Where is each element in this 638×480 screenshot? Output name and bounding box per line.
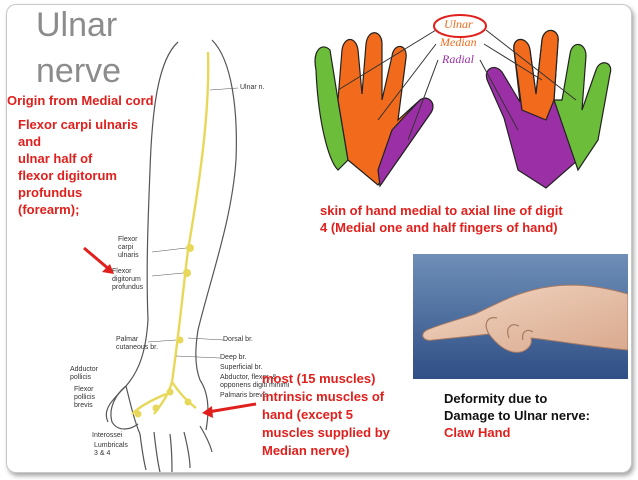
ulnar-nerve-line — [153, 51, 210, 415]
claw-hand-photo — [413, 254, 628, 379]
left-hand-green — [314, 46, 349, 171]
leader-legend-radial-r — [479, 59, 519, 131]
origin-text: Origin from Medial cord — [7, 93, 154, 108]
nerve-node-fdp — [183, 269, 191, 277]
ulnar-nerve-branch — [171, 381, 197, 409]
leader-dorsal — [187, 337, 225, 341]
slide-title: Ulnar nerve — [36, 6, 122, 90]
leader-palmar — [147, 339, 177, 343]
leader-fcu — [151, 247, 187, 253]
label-superficial: Superficial br. — [220, 364, 263, 371]
right-hand-orange — [513, 29, 559, 121]
label-interossei: Interossei — [92, 432, 123, 439]
label-fcu: Flexor carpi ulnaris — [118, 236, 139, 259]
thumb-outline — [110, 385, 139, 430]
legend-median: Median — [440, 35, 477, 49]
leader-ulnar-n — [209, 87, 239, 91]
label-adductor: Adductor pollicis — [70, 366, 99, 381]
legend-ulnar: Ulnar — [444, 17, 473, 31]
hand-outline — [125, 379, 213, 473]
legend-radial: Radial — [442, 52, 474, 66]
right-hand-green — [553, 43, 612, 172]
claw-hand-text: Claw Hand — [444, 425, 511, 440]
label-fdp: Flexor digitorum profundus — [112, 268, 144, 291]
ulnar-highlight-ring — [433, 14, 487, 38]
arrow-muscles — [202, 402, 257, 418]
leader-deep — [175, 355, 221, 359]
arm-outline-right — [195, 39, 237, 381]
label-dorsal: Dorsal br. — [223, 336, 253, 343]
forearm-text: Flexor carpi ulnaris and ulnar half of f… — [18, 117, 138, 217]
label-palmar-cut: Palmar cutaneous br. — [116, 336, 159, 351]
claw-fingers — [485, 317, 534, 341]
muscles-text: most (15 muscles) intrinsic muscles of h… — [262, 371, 390, 458]
label-abductor: Abductor, flexor, & opponens digiti mini… — [220, 374, 290, 389]
leader-legend-median-l — [377, 43, 437, 121]
nerve-node-palmar — [176, 336, 184, 344]
label-fpb: Flexor pollicis brevis — [74, 386, 96, 409]
label-palmaris: Palmaris brevis — [220, 392, 268, 399]
leader-legend-median-r — [483, 43, 543, 81]
nerve-node-4 — [134, 410, 142, 418]
left-hand-purple — [377, 97, 434, 188]
leader-legend-ulnar-r — [485, 29, 577, 101]
arrow-forearm — [83, 246, 114, 274]
arm-diagram — [105, 39, 239, 473]
ulnar-nerve-deep — [131, 392, 167, 415]
leader-legend-ulnar-l — [337, 29, 437, 91]
nerve-node-fcu — [186, 244, 194, 252]
label-deep: Deep br. — [220, 354, 247, 361]
label-lumbricals: Lumbricals 3 & 4 — [94, 442, 128, 457]
deformity-text: Deformity due to Damage to Ulnar nerve: — [444, 391, 590, 423]
leader-fdp — [151, 272, 184, 277]
nerve-node-2 — [166, 388, 174, 396]
nerve-node-3 — [184, 398, 192, 406]
nerve-node-1 — [152, 404, 160, 412]
skin-text: skin of hand medial to axial line of dig… — [320, 203, 563, 235]
hands-illustration — [314, 14, 612, 189]
leader-legend-radial-l — [407, 59, 439, 141]
claw-hand-shape — [422, 284, 628, 353]
label-ulnar-n: Ulnar n. — [240, 84, 265, 91]
